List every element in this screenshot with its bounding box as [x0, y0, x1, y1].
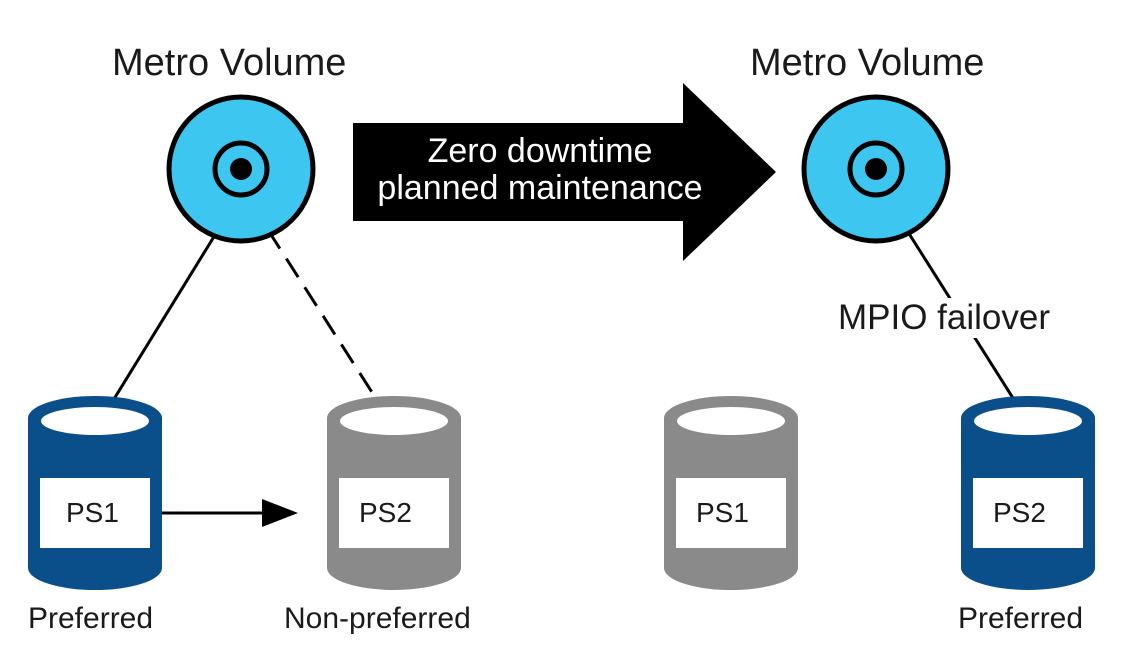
right-ps1-label: PS1: [696, 497, 749, 528]
ps2-non-preferred-storage-icon: [327, 396, 461, 590]
arrow-label-line2: planned maintenance: [377, 169, 703, 207]
ps2-preferred-storage-icon: [961, 396, 1095, 590]
ps1-preferred-storage-icon: [28, 396, 162, 590]
non-preferred-path-line: [266, 229, 395, 426]
mpio-failover-label: MPIO failover: [834, 298, 1054, 338]
maintenance-arrow-label: Zero downtime planned maintenance: [340, 133, 740, 207]
left-ps2-label: PS2: [359, 497, 412, 528]
left-ps1-role: Preferred: [28, 602, 154, 635]
left-ps1-label: PS1: [66, 497, 119, 528]
ps1-inactive-storage-icon: [664, 396, 798, 590]
preferred-path-line: [96, 234, 217, 426]
metro-volume-right-icon: [801, 94, 951, 244]
right-ps2-role: Preferred: [958, 602, 1084, 635]
right-volume-title: Metro Volume: [750, 42, 985, 84]
right-ps2-label: PS2: [993, 497, 1046, 528]
metro-volume-left-icon: [166, 94, 316, 244]
arrow-label-line1: Zero downtime: [427, 132, 653, 170]
maintenance-arrow-icon: [353, 83, 776, 261]
left-volume-title: Metro Volume: [112, 42, 347, 84]
left-ps2-role: Non-preferred: [284, 602, 471, 635]
replication-arrow: [162, 499, 298, 527]
